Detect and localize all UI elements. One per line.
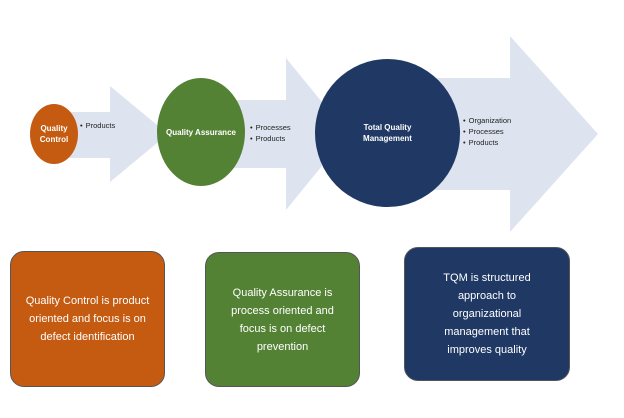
description-quality-control: Quality Control is product oriented and … — [25, 295, 150, 343]
description-box-tqm: TQM is structured approach to organizati… — [404, 247, 570, 381]
circle-tqm-label: Total Quality Management — [363, 123, 412, 143]
bullets-total-quality-management: Organization Processes Products — [463, 115, 512, 148]
description-box-quality-assurance: Quality Assurance is process oriented an… — [205, 252, 360, 387]
circle-quality-control-label: Quality Control — [39, 124, 69, 144]
bullets-quality-control: Products — [80, 120, 116, 131]
bullet-item: Processes — [250, 122, 291, 133]
circle-quality-control: Quality Control — [30, 104, 78, 164]
circle-quality-assurance-label: Quality Assurance — [166, 127, 236, 137]
bullet-item: Processes — [463, 126, 511, 137]
bullets-quality-assurance: Processes Products — [250, 122, 291, 144]
bullet-item: Products — [250, 133, 291, 144]
bullet-item: Products — [463, 137, 511, 148]
bullet-item: Products — [80, 120, 116, 131]
circle-total-quality-management: Total Quality Management — [315, 59, 460, 207]
description-tqm: TQM is structured approach to organizati… — [443, 272, 531, 356]
arrow-quality-control — [48, 86, 168, 182]
description-quality-assurance: Quality Assurance is process oriented an… — [231, 286, 334, 353]
bullet-item: Organization — [463, 115, 512, 126]
description-box-quality-control: Quality Control is product oriented and … — [10, 251, 165, 387]
circle-quality-assurance: Quality Assurance — [157, 78, 245, 186]
